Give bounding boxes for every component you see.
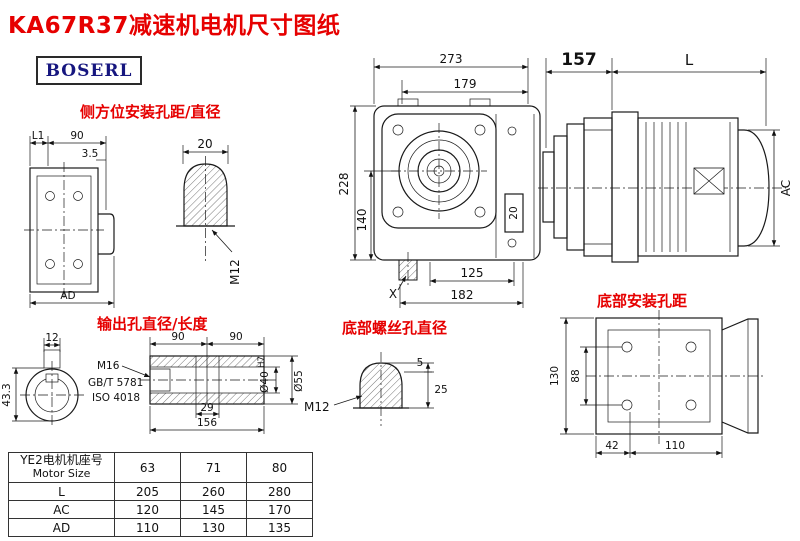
- table-row-ac: AC 120 145 170: [8, 500, 313, 519]
- dim-side-ad: AD: [60, 290, 75, 302]
- motor-side-view: 157 L AC: [538, 50, 793, 263]
- dim-out-key-depth: 43.3: [1, 383, 13, 406]
- cell-ad-80: 135: [246, 518, 313, 537]
- output-shaft-side-view: 90 90 M16 GB/T 5781 ISO 4018 29 156 Ø40 …: [88, 331, 305, 434]
- shaft-standard-iso: ISO 4018: [92, 392, 140, 404]
- cell-ad-63: 110: [114, 518, 181, 537]
- cell-l-63: 205: [114, 482, 181, 501]
- main-view: 273 179 20 X 228 140: [337, 52, 541, 308]
- dim-motor-adapter-len: 157: [561, 50, 597, 70]
- table-row-ad: AD 110 130 135: [8, 518, 313, 537]
- dim-motor-ac: AC: [779, 180, 793, 196]
- row-label-l: L: [8, 482, 115, 501]
- dim-side-span: 90: [70, 130, 83, 142]
- dim-main-foot-span: 125: [461, 266, 484, 280]
- dim-shaft-thread: M16: [97, 360, 120, 372]
- dim-out-key-width: 12: [45, 332, 58, 344]
- label-output-hole: 输出孔直径/长度: [97, 315, 208, 333]
- size-63-cell: 63: [114, 452, 181, 483]
- dim-screw-height: 25: [434, 384, 447, 396]
- dim-main-width: 273: [440, 52, 463, 66]
- dim-motor-len: L: [685, 51, 694, 69]
- cell-ac-63: 120: [114, 500, 181, 519]
- dim-main-keyway: 20: [508, 206, 520, 219]
- label-side-mount: 侧方位安装孔距/直径: [80, 103, 221, 121]
- shaft-standard-gb: GB/T 5781: [88, 377, 143, 389]
- cell-ac-80: 170: [246, 500, 313, 519]
- label-bottom-screw: 底部螺丝孔直径: [342, 319, 448, 337]
- dim-main-x: X: [389, 287, 397, 301]
- dim-main-center-height: 140: [355, 209, 369, 232]
- bottom-mount-view: 130 88 42 110: [549, 310, 766, 458]
- dim-shaft-od: Ø55: [293, 370, 305, 392]
- dim-bottom-hole-span-h: 110: [665, 440, 685, 452]
- dim-shaft-step: 29: [200, 402, 213, 414]
- dim-shaft-len-a: 90: [171, 331, 184, 343]
- row-label-ad: AD: [8, 518, 115, 537]
- table-header-row: YE2电机机座号 Motor Size 63 71 80: [8, 452, 313, 483]
- cell-ad-71: 130: [180, 518, 247, 537]
- dim-shaft-total: 156: [197, 417, 217, 429]
- table-row-l: L 205 260 280: [8, 482, 313, 501]
- size-header-en: Motor Size: [32, 467, 91, 481]
- side-hole-detail: 20 M12: [176, 137, 242, 285]
- cell-l-80: 280: [246, 482, 313, 501]
- size-71-cell: 71: [180, 452, 247, 483]
- size-header-cell: YE2电机机座号 Motor Size: [8, 452, 115, 483]
- row-label-ac: AC: [8, 500, 115, 519]
- dim-shaft-bore-tol: H7: [257, 356, 267, 368]
- dim-bottom-height: 130: [549, 366, 561, 386]
- dim-shaft-bore: Ø40: [259, 371, 271, 393]
- side-mount-view: L1 90 3.5 AD: [24, 130, 115, 308]
- dim-main-flange-width: 179: [454, 77, 477, 91]
- dim-bottom-offset: 42: [605, 440, 618, 452]
- dim-dome-width: 20: [197, 137, 212, 151]
- motor-size-table: YE2电机机座号 Motor Size 63 71 80 L 205 260 2…: [8, 452, 313, 537]
- size-80-cell: 80: [246, 452, 313, 483]
- dim-side-l1: L1: [32, 130, 45, 142]
- bottom-screw-detail: M12 5 25: [304, 352, 448, 426]
- dim-screw-flat: 5: [417, 357, 424, 369]
- dim-main-base-width: 182: [451, 288, 474, 302]
- cell-l-71: 260: [180, 482, 247, 501]
- dim-shaft-len-b: 90: [229, 331, 242, 343]
- size-header-cn: YE2电机机座号: [20, 453, 103, 468]
- dim-bottom-hole-span-v: 88: [570, 369, 582, 382]
- logo-text: BOSERL: [45, 60, 133, 81]
- boserl-logo: BOSERL: [36, 56, 142, 85]
- output-shaft-face-view: 12 43.3: [1, 332, 84, 427]
- page-title: KA67R37减速机电机尺寸图纸: [8, 13, 341, 39]
- label-bottom-mount: 底部安装孔距: [597, 292, 688, 310]
- dim-dome-thread: M12: [228, 259, 242, 285]
- dim-main-height: 228: [337, 173, 351, 196]
- cell-ac-71: 145: [180, 500, 247, 519]
- dim-side-offset: 3.5: [82, 148, 99, 160]
- dim-screw-thread: M12: [304, 400, 330, 414]
